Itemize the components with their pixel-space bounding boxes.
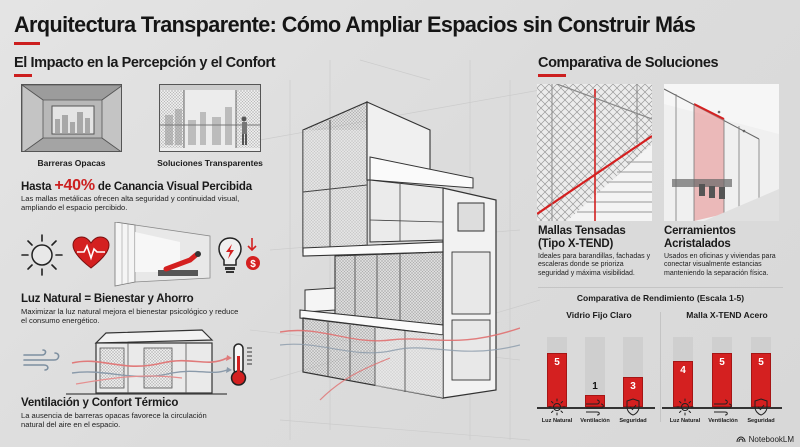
bar-security [751,353,771,407]
bar-track [585,337,605,407]
solution-glass-title: Cerramientos Acristalados [664,225,736,251]
glass-enclosure-office-image [664,84,779,221]
airflow-pavilion-illustration [66,329,232,395]
chart-glass-cat-security: Seguridad [619,418,647,424]
title-underline [14,42,40,45]
bulb-savings-icon: $ [218,237,260,273]
solution-glass-description: Usados en oficinas y viviendas para cone… [664,253,776,277]
section-heading-comparison: Comparativa de Soluciones [538,55,719,71]
bar-value: 1 [592,381,598,392]
stat-suffix: de Canancia Visual Percibida [97,181,252,193]
chart-glass-title: Vidrio Fijo Claro [566,310,632,320]
bar-value: 5 [719,357,725,368]
bar-light [547,353,567,407]
stat-value: +40% [54,177,95,194]
sun-icon [21,234,63,276]
bright-room-illustration [114,222,211,287]
bar-ventilation [712,353,732,407]
bar-value: 5 [554,357,560,368]
caption-opaque: Barreras Opacas [37,158,106,168]
bar-security [623,377,643,407]
solution-glass-title-line2: Acristalados [664,238,731,250]
solution-glass-title-line1: Cerramientos [664,225,736,237]
section-underline [14,74,32,77]
tensioned-mesh-stair-image [537,84,652,221]
chart-mesh-cat-light: Luz Natural [669,418,701,424]
visual-gain-heading: Hasta +40% de Canancia Visual Percibida [21,177,252,195]
bar-light [673,361,693,407]
bar-value: 3 [630,381,636,392]
chart-category-icons [548,398,768,416]
shield-icon [626,398,640,416]
stat-description: Las mallas metálicas ofrecen alta seguri… [21,194,240,212]
ventilation-description: La ausencia de barreras opacas favorece … [21,411,207,429]
svg-text:$: $ [250,259,256,270]
transparent-building-illustration [280,101,520,401]
opaque-room-illustration [21,84,122,152]
bar-value: 4 [680,365,686,376]
thermometer-icon [230,343,252,386]
chart-mesh-title: Malla X-TEND Acero [686,310,768,320]
chart-glass: Vidrio Fijo Claro 5 1 3 [537,305,661,425]
sun-icon [548,398,566,416]
chart-glass-cat-light: Luz Natural [541,418,573,424]
chart-mesh-plot: 4 5 5 [665,337,789,407]
solution-mesh-title-line2: (Tipo X-TEND) [538,238,614,250]
wind-icon [23,349,60,371]
chart-mesh-cat-ventilation: Ventilación [708,418,738,424]
section-heading-impact: El Impacto en la Percepción y el Confort [14,55,276,71]
chart-glass-cat-ventilation: Ventilación [580,418,610,424]
notebooklm-logo-icon [736,436,746,443]
bar-value: 5 [758,357,764,368]
solution-mesh-title: Mallas Tensadas (Tipo X-TEND) [538,225,626,251]
heart-pulse-icon [72,236,110,269]
wind-icon [586,399,604,416]
chart-mesh: Malla X-TEND Acero 4 5 5 [662,305,789,425]
performance-title: Comparativa de Rendimiento (Escala 1-5) [576,293,745,303]
notebooklm-brand: NotebookLM [736,435,794,444]
solution-mesh-title-line1: Mallas Tensadas [538,225,626,237]
page-title: Arquitectura Transparente: Cómo Ampliar … [14,12,696,37]
caption-transparent: Soluciones Transparentes [157,158,263,168]
solution-mesh-description: Ideales para barandillas, fachadas y esc… [538,253,651,277]
section-underline-right [538,74,566,77]
light-description: Maximizar la luz natural mejora el biene… [21,307,239,325]
light-heading: Luz Natural = Bienestar y Ahorro [21,293,194,305]
transparent-room-illustration [159,84,261,152]
chart-separator [660,312,661,422]
ventilation-heading: Ventilación y Confort Térmico [21,397,179,409]
divider [538,287,783,288]
chart-mesh-cat-security: Seguridad [747,418,775,424]
brand-label: NotebookLM [748,435,794,444]
stat-prefix: Hasta [21,181,52,193]
chart-glass-plot: 5 1 3 [537,337,661,407]
